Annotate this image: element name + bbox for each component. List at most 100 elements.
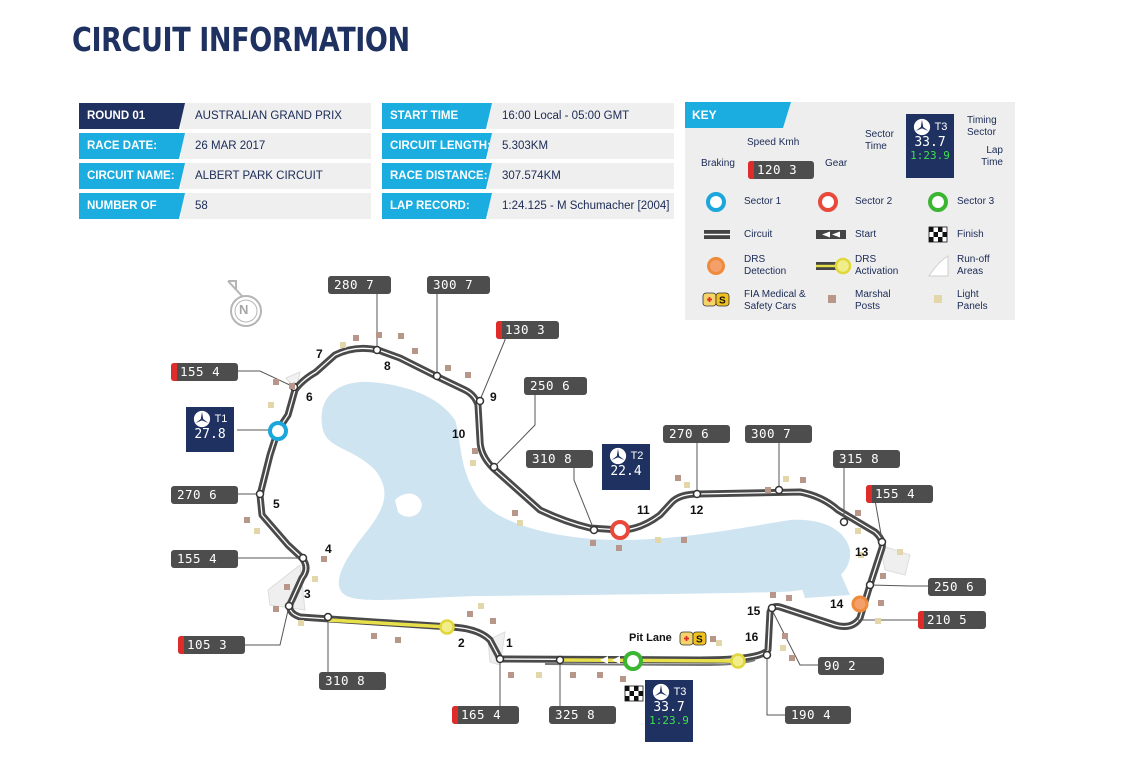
key-braking-label: Braking — [701, 158, 735, 169]
info-row-circuit-name: CIRCUIT NAME: ALBERT PARK CIRCUIT — [79, 163, 371, 189]
mercedes-star-icon — [609, 447, 626, 465]
start-key-icon — [816, 230, 846, 239]
turn-number: 2 — [458, 636, 465, 650]
leader-lines — [237, 293, 930, 716]
turn-number: 10 — [452, 427, 466, 441]
key-sector2-label: Sector 2 — [855, 196, 893, 207]
start-line-icon — [600, 656, 620, 664]
key-sector3-label: Sector 3 — [957, 196, 995, 207]
speed-gear-box: 155 4 — [171, 363, 238, 381]
mercedes-star-icon — [913, 118, 930, 136]
drs-activation-icon — [439, 619, 455, 635]
info-value: 5.303KM — [488, 133, 674, 159]
page-title: CIRCUIT INFORMATION — [72, 20, 410, 59]
corner-markers — [255, 345, 887, 665]
sector1-key-icon — [706, 192, 726, 212]
marshal-post-key-icon — [828, 295, 836, 303]
info-label: RACE DATE: — [79, 133, 185, 159]
compass-icon — [227, 280, 262, 327]
lake-area — [321, 381, 851, 600]
sector3-key-icon — [928, 192, 948, 212]
timing-box-t1: T1 27.8 — [186, 407, 234, 452]
speed-gear-box: 300 7 — [427, 276, 490, 294]
speed-gear-box: 325 8 — [549, 706, 616, 724]
drs-activation-key-icon — [816, 257, 852, 275]
info-label: LAP RECORD: — [382, 193, 492, 219]
speed-gear-box: 250 6 — [524, 377, 587, 395]
key-icons: S — [702, 192, 949, 307]
speed-gear-box: 155 4 — [866, 485, 933, 503]
key-runoff-label: Run-off Areas — [957, 254, 990, 277]
key-speed-label: Speed Kmh — [747, 137, 800, 148]
pit-lane-label: Pit Lane — [629, 632, 672, 644]
turn-number: 4 — [325, 542, 332, 556]
drs-detection-key-icon — [707, 257, 725, 275]
key-drs-activation-label: DRS Activation — [855, 254, 899, 277]
finish-flag-key-icon — [928, 226, 948, 243]
pit-lane — [544, 659, 756, 667]
key-timing-sample: T3 33.7 1:23.9 — [906, 114, 954, 178]
timing-sector-time: 27.8 — [194, 427, 226, 442]
timing-sector-time: 22.4 — [610, 464, 642, 479]
speed-gear-box: 250 6 — [928, 578, 986, 596]
key-panel: KEY Speed Kmh Braking Gear 120 3 Sector … — [685, 102, 1015, 320]
turn-number: 12 — [690, 503, 704, 517]
key-start-label: Start — [855, 229, 877, 240]
key-light-panels-label: Light Panels — [957, 289, 988, 312]
key-drs-detection-label: DRS Detection — [744, 254, 787, 277]
turn-number: 14 — [830, 597, 844, 611]
drs-activation-icon — [730, 653, 746, 669]
info-value: ALBERT PARK CIRCUIT — [181, 163, 371, 189]
info-row-laps: NUMBER OF LAPS: 58 — [79, 193, 371, 219]
runoff-key-icon — [928, 255, 949, 277]
speed-gear-box: 165 4 — [452, 706, 519, 724]
info-row-round: ROUND 01 AUSTRALIAN GRAND PRIX — [79, 103, 371, 129]
info-label: CIRCUIT NAME: — [79, 163, 185, 189]
info-row-race-distance: RACE DISTANCE: 307.574KM — [382, 163, 674, 189]
key-sector1-label: Sector 1 — [744, 196, 782, 207]
speed-gear-box: 300 7 — [745, 425, 812, 443]
key-sector-time-label: Sector Time — [865, 129, 894, 152]
sector2-key-icon — [818, 192, 838, 212]
info-label: START TIME — [382, 103, 492, 129]
info-label: RACE DISTANCE: — [382, 163, 492, 189]
speed-gear-box: 310 8 — [526, 450, 593, 468]
turn-number: 11 — [637, 503, 650, 517]
key-lap-time-label: Lap Time — [981, 145, 1003, 168]
timing-sector-label: T1 — [214, 413, 228, 425]
svg-text:S: S — [696, 635, 703, 646]
speed-gear-box: 270 6 — [663, 425, 730, 443]
timing-sector-time: 33.7 — [653, 700, 685, 715]
turn-number: 13 — [855, 545, 869, 559]
svg-text:S: S — [719, 296, 726, 307]
lake-island — [395, 493, 422, 517]
key-sample-time: 33.7 — [914, 135, 946, 150]
info-row-lap-record: LAP RECORD: 1:24.125 - M Schumacher [200… — [382, 193, 674, 219]
info-value: 16:00 Local - 05:00 GMT — [488, 103, 674, 129]
turn-number: 3 — [304, 587, 311, 601]
timing-lap-time: 1:23.9 — [649, 714, 689, 727]
circuit-track-centerline — [259, 347, 883, 661]
info-value: 58 — [181, 193, 371, 219]
speed-gear-box: 105 3 — [178, 636, 245, 654]
turn-number: 1 — [506, 636, 513, 650]
light-panels — [254, 342, 903, 678]
mercedes-star-icon — [652, 683, 669, 701]
drs-activation-zone — [559, 658, 739, 663]
mercedes-star-icon — [193, 410, 210, 428]
info-label: ROUND 01 — [79, 103, 185, 129]
speed-gear-box: 190 4 — [785, 706, 851, 724]
key-finish-label: Finish — [957, 229, 984, 240]
info-label: CIRCUIT LENGTH: — [382, 133, 492, 159]
timing-sector-label: T3 — [673, 686, 687, 698]
speed-gear-box: 90 2 — [818, 657, 884, 675]
marshal-posts — [244, 332, 886, 682]
speed-gear-box: 270 6 — [171, 486, 238, 504]
info-row-race-date: RACE DATE: 26 MAR 2017 — [79, 133, 371, 159]
timing-box-t2: T2 22.4 — [602, 444, 650, 490]
turn-number: 15 — [747, 604, 761, 618]
info-value: 307.574KM — [488, 163, 674, 189]
timing-box-t3: T3 33.7 1:23.9 — [645, 680, 693, 742]
key-speed-sample: 120 3 — [748, 161, 814, 179]
